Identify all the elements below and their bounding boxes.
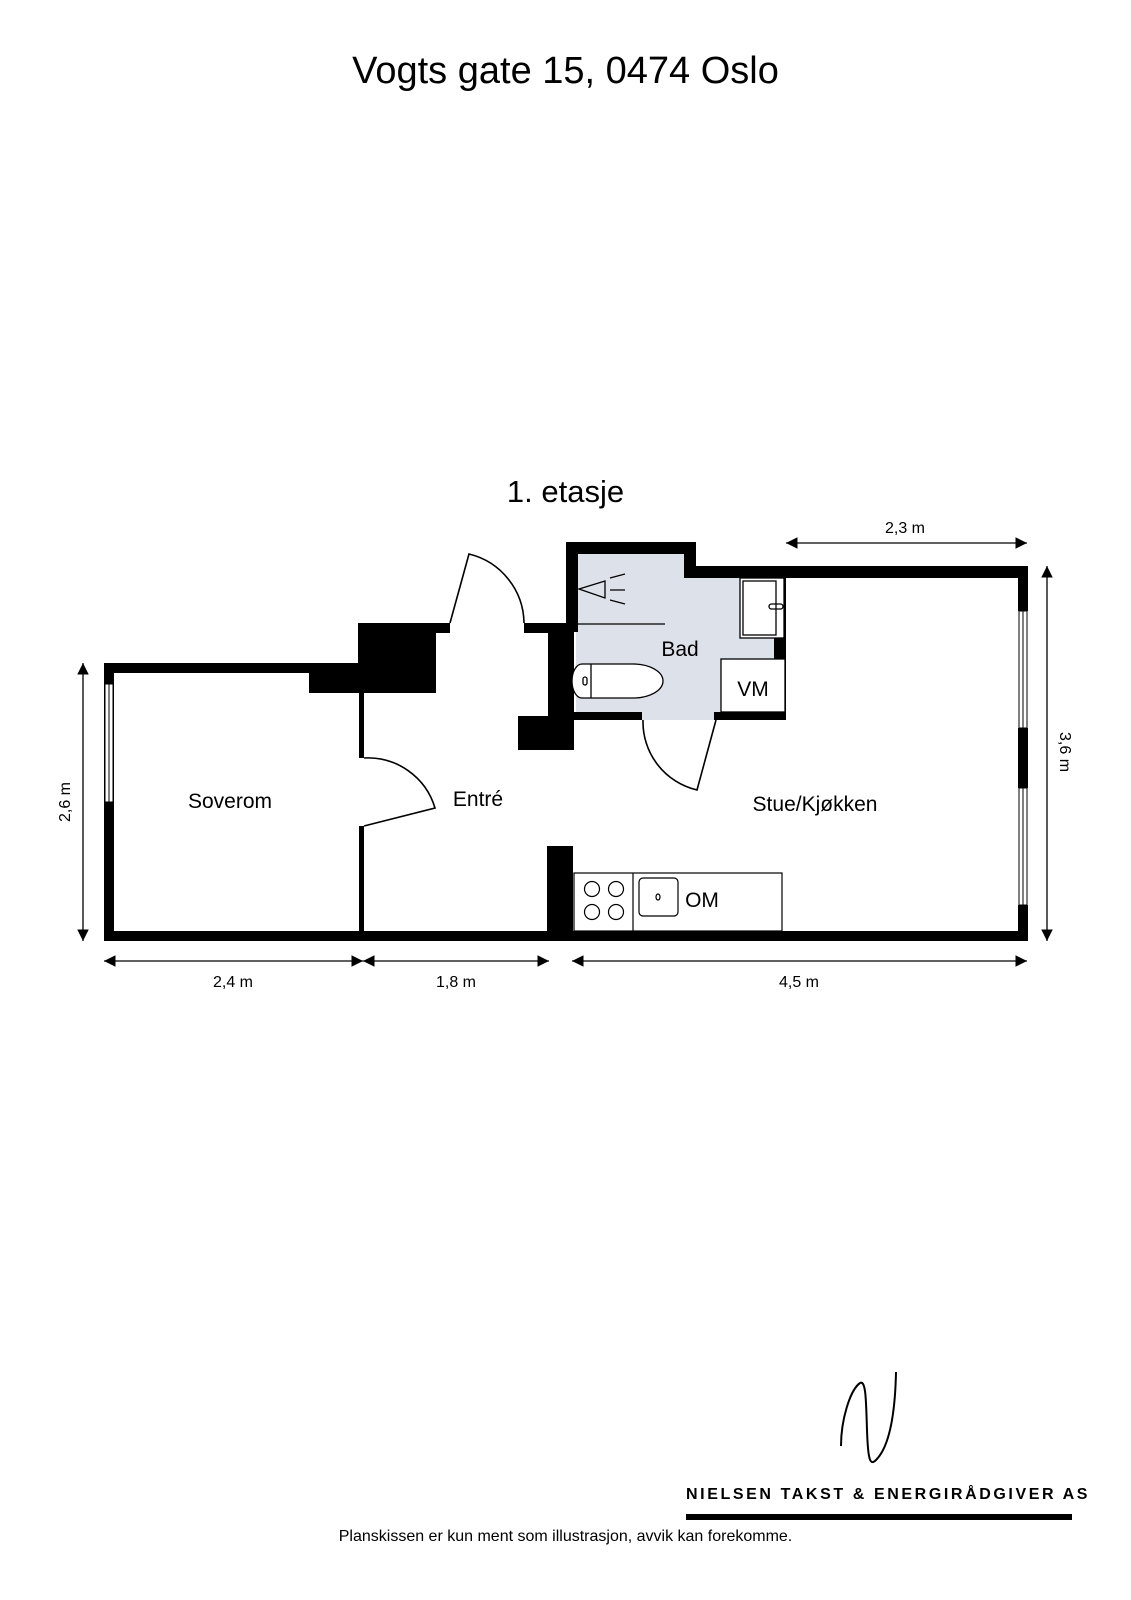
- shower-head-icon: [576, 573, 626, 605]
- kitchen-sink: [638, 877, 679, 917]
- company-underline: [686, 1514, 1072, 1520]
- dim-living-width: 4,5 m: [779, 974, 819, 991]
- dim-bedroom-width: 2,4 m: [213, 974, 253, 991]
- bathroom-door: [642, 719, 717, 791]
- sink: [739, 577, 785, 639]
- bedroom-door: [363, 757, 437, 827]
- walls: [104, 542, 1028, 941]
- front-door: [449, 553, 525, 624]
- stove-burner: [583, 880, 601, 898]
- company-logo-icon: [840, 1371, 897, 1464]
- room-label-washing-machine: VM: [737, 678, 769, 701]
- room-label-entrance: Entré: [453, 788, 503, 811]
- bathroom-fixtures: [571, 573, 786, 713]
- dim-bedroom-depth: 2,6 m: [57, 782, 74, 822]
- dimension-lines: [77, 537, 1053, 967]
- windows: [104, 610, 1028, 906]
- washing-machine: [720, 658, 786, 713]
- company-name: NIELSEN TAKST & ENERGIRÅDGIVER AS: [686, 1486, 1091, 1503]
- dim-living-depth: 3,6 m: [1056, 732, 1073, 772]
- floor-title: 1. etasje: [506, 474, 625, 509]
- disclaimer-text: Planskissen er kun ment som illustrasjon…: [338, 1528, 793, 1545]
- room-label-oven: OM: [685, 889, 719, 912]
- kitchen-counter: [573, 872, 783, 932]
- doors: [363, 553, 717, 827]
- page-title: Vogts gate 15, 0474 Oslo: [352, 50, 779, 92]
- room-label-bedroom: Soverom: [188, 790, 272, 813]
- toilet-icon: [571, 663, 664, 699]
- room-label-living-kitchen: Stue/Kjøkken: [753, 793, 878, 816]
- dim-living-top-width: 2,3 m: [885, 520, 925, 537]
- room-label-bathroom: Bad: [661, 638, 698, 661]
- dim-entrance-width: 1,8 m: [436, 974, 476, 991]
